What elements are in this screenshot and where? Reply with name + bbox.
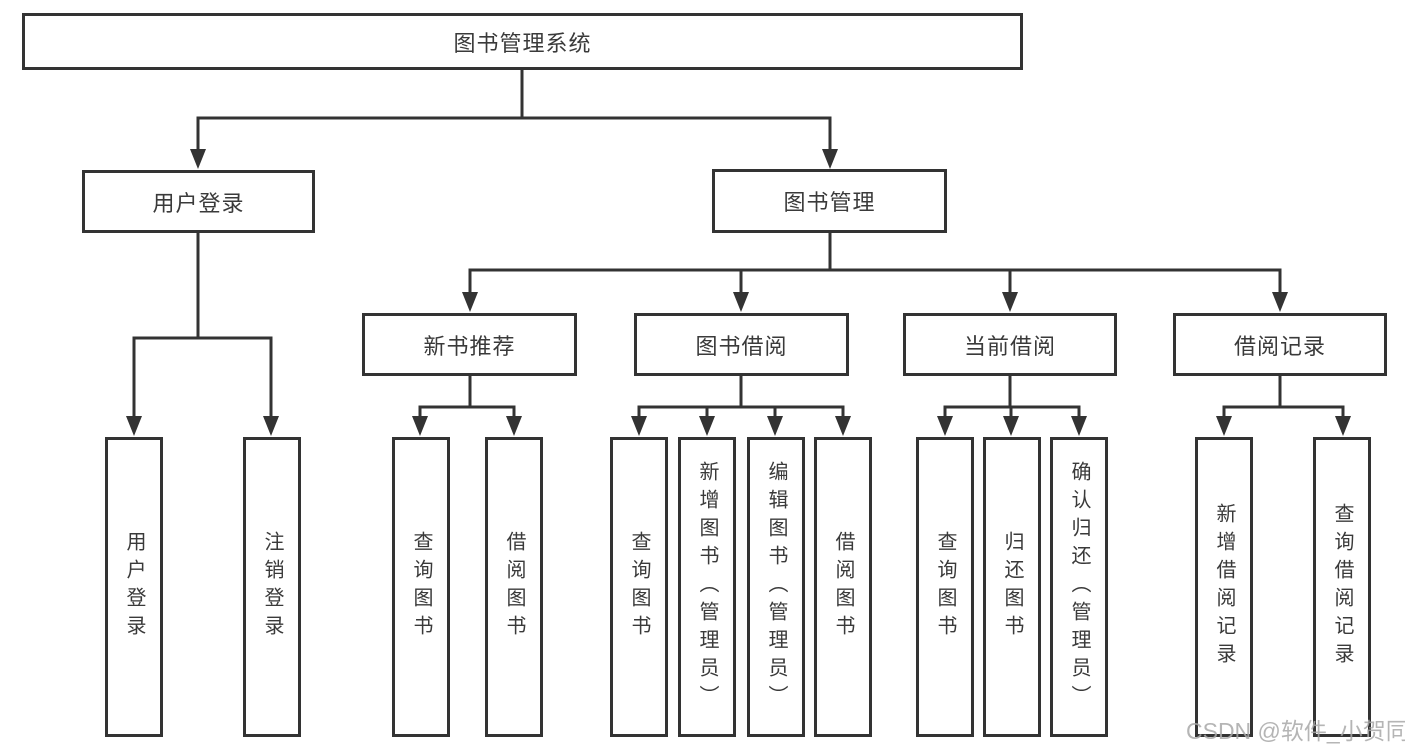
node-book-management: 图书管理 <box>712 169 947 233</box>
node-new-book-recommend: 新书推荐 <box>362 313 577 376</box>
leaf-label: 查询图书 <box>628 531 650 643</box>
arrow-icon <box>190 149 206 169</box>
leaf-label: 借阅图书 <box>832 531 854 643</box>
leaf-query-books-current: 查询图书 <box>916 437 974 737</box>
arrow-icon <box>1216 416 1232 436</box>
leaf-logout: 注销登录 <box>243 437 301 737</box>
arrow-icon <box>631 416 647 436</box>
leaf-label: 确认归还（管理员） <box>1068 461 1090 713</box>
leaf-label: 查询借阅记录 <box>1331 503 1353 671</box>
node-root-library-system: 图书管理系统 <box>22 13 1023 70</box>
arrow-icon <box>733 292 749 312</box>
connector-current-borrow-to-leaves <box>943 374 1081 421</box>
leaf-label: 编辑图书（管理员） <box>765 461 787 713</box>
leaf-label: 新增借阅记录 <box>1213 503 1235 671</box>
leaf-label: 归还图书 <box>1001 531 1023 643</box>
connector-new-book-recommend-to-leaves <box>418 374 516 421</box>
connector-root-to-level2 <box>196 66 832 154</box>
leaf-query-borrow-record: 查询借阅记录 <box>1313 437 1371 737</box>
arrow-icon <box>462 292 478 312</box>
arrow-icon <box>1003 416 1019 436</box>
leaf-query-books-borrow: 查询图书 <box>610 437 668 737</box>
arrow-icon <box>506 416 522 436</box>
arrow-icon <box>699 416 715 436</box>
leaf-label: 用户登录 <box>123 531 145 643</box>
arrow-icon <box>767 416 783 436</box>
leaf-confirm-return-admin: 确认归还（管理员） <box>1050 437 1108 737</box>
node-book-borrow: 图书借阅 <box>634 313 849 376</box>
leaf-return-books: 归还图书 <box>983 437 1041 737</box>
arrowheads <box>126 149 1351 436</box>
arrow-icon <box>412 416 428 436</box>
arrow-icon <box>1335 416 1351 436</box>
leaf-label: 新增图书（管理员） <box>696 461 718 713</box>
leaf-label: 查询图书 <box>410 531 432 643</box>
leaf-label: 查询图书 <box>934 531 956 643</box>
csdn-watermark: CSDN @软件_小贺同学 <box>1186 718 1405 744</box>
node-user-login: 用户登录 <box>82 170 315 233</box>
node-current-borrow: 当前借阅 <box>903 313 1117 376</box>
arrow-icon <box>1071 416 1087 436</box>
connector-borrow-records-to-leaves <box>1222 374 1345 421</box>
connector-user-login-to-leaves <box>132 231 273 421</box>
leaf-add-books-admin: 新增图书（管理员） <box>678 437 736 737</box>
arrow-icon <box>822 149 838 169</box>
leaf-query-books-recommend: 查询图书 <box>392 437 450 737</box>
arrow-icon <box>835 416 851 436</box>
connector-book-management-to-level3 <box>468 231 1282 297</box>
arrow-icon <box>937 416 953 436</box>
leaf-user-login: 用户登录 <box>105 437 163 737</box>
leaf-add-borrow-record: 新增借阅记录 <box>1195 437 1253 737</box>
connector-book-borrow-to-leaves <box>637 374 845 421</box>
leaf-borrow-books: 借阅图书 <box>814 437 872 737</box>
leaf-borrow-books-recommend: 借阅图书 <box>485 437 543 737</box>
leaf-label: 借阅图书 <box>503 531 525 643</box>
node-borrow-records: 借阅记录 <box>1173 313 1387 376</box>
leaf-edit-books-admin: 编辑图书（管理员） <box>747 437 805 737</box>
arrow-icon <box>1002 292 1018 312</box>
arrow-icon <box>126 416 142 436</box>
arrow-icon <box>263 416 279 436</box>
leaf-label: 注销登录 <box>261 531 283 643</box>
arrow-icon <box>1272 292 1288 312</box>
